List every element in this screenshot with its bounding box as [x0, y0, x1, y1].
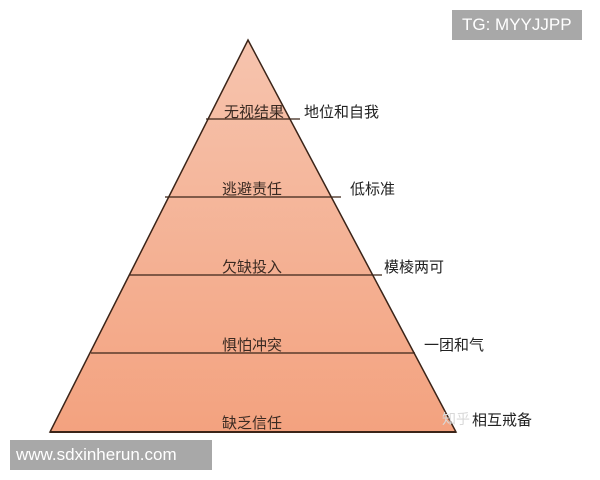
layer-label-5: 缺乏信任: [221, 414, 283, 432]
pyramid-shape: [48, 38, 458, 433]
side-label-1: 地位和自我: [304, 103, 380, 121]
layer-label-2: 逃避责任: [221, 180, 283, 198]
side-label-2: 低标准: [350, 180, 396, 198]
side-label-3: 模棱两可: [384, 258, 445, 276]
side-label-5: 相互戒备: [472, 411, 533, 429]
layer-label-1: 无视结果: [223, 103, 285, 121]
watermark-site: www.sdxinherun.com: [10, 440, 212, 470]
zhihu-watermark: 知乎: [442, 412, 470, 428]
layer-label-3: 欠缺投入: [221, 258, 283, 276]
watermark-tg: TG: MYYJJPP: [452, 10, 582, 40]
side-label-4: 一团和气: [424, 336, 485, 354]
layer-label-4: 惧怕冲突: [221, 336, 283, 354]
